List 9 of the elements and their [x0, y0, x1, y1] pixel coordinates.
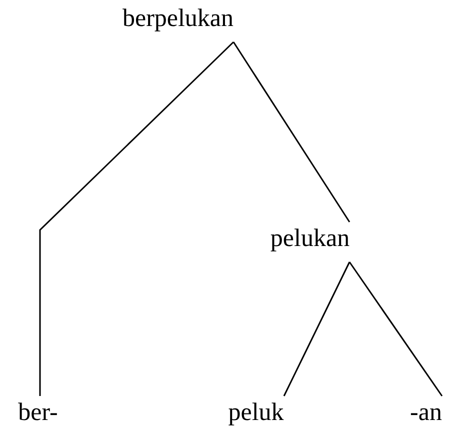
tree-node-word: -an [410, 398, 442, 428]
tree-node-word: ber- [18, 398, 58, 428]
tree-branch-line [232, 42, 350, 222]
tree-node-word: pelukan [270, 224, 350, 254]
tree-branch-line [283, 262, 350, 396]
tree-branch-line [348, 262, 443, 396]
tree-node-word: berpelukan [122, 4, 234, 34]
tree-branch-line [39, 41, 234, 396]
tree-node-word: peluk [228, 398, 284, 428]
